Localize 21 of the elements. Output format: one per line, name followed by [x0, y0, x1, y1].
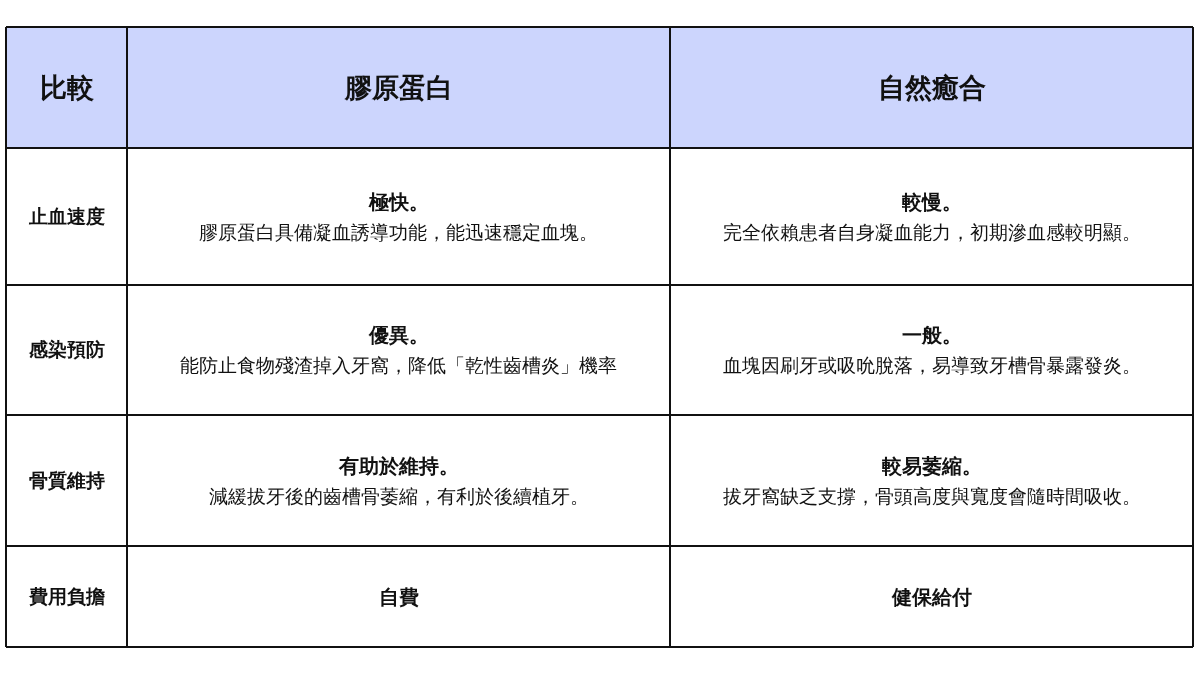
cell-text: 血塊因刷牙或吸吮脫落，易導致牙槽骨暴露發炎。 [722, 353, 1141, 378]
row-header-text: 止血速度 [28, 203, 105, 229]
cell-heading: 一般。 [901, 322, 962, 349]
cell-heading: 較易萎縮。 [881, 452, 982, 480]
header-text: 膠原蛋白 [344, 70, 453, 105]
cell-text: 減緩拔牙後的齒槽骨萎縮，有利於後續植牙。 [208, 483, 589, 509]
cell-text: 拔牙窩缺乏支撐，骨頭高度與寬度會隨時間吸收。 [722, 483, 1141, 509]
cell-heading: 有助於維持。 [338, 452, 459, 480]
row-header-text: 費用負擔 [28, 583, 105, 609]
cell-text: 膠原蛋白具備凝血誘導功能，能迅速穩定血塊。 [199, 219, 598, 245]
cell-text: 完全依賴患者自身凝血能力，初期滲血感較明顯。 [722, 219, 1141, 245]
cell-heading: 優異。 [368, 322, 429, 349]
header-text: 比較 [39, 70, 94, 105]
row-header-text: 骨質維持 [28, 467, 105, 493]
cell-heading: 極快。 [368, 188, 429, 216]
cell-text: 能防止食物殘渣掉入牙窩，降低「乾性齒槽炎」機率 [180, 353, 617, 378]
row-header-text: 感染預防 [28, 337, 105, 362]
cell-heading: 健保給付 [891, 583, 972, 611]
cell-heading: 自費 [378, 583, 419, 611]
header-text: 自然癒合 [877, 70, 986, 105]
cell-heading: 較慢。 [901, 188, 962, 216]
